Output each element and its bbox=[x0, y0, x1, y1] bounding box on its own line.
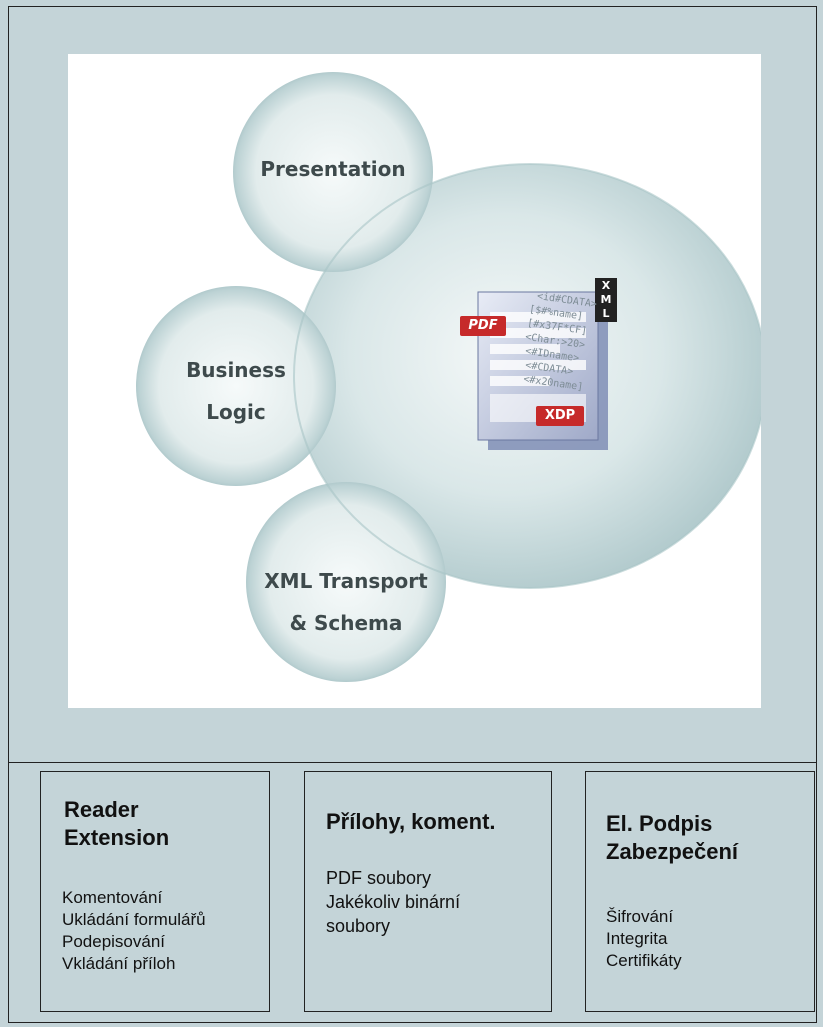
list-item: PDF soubory bbox=[326, 868, 432, 888]
pdf-tag: PDF bbox=[468, 318, 498, 333]
xml-transport-circle bbox=[246, 482, 446, 682]
box-title-line: Extension bbox=[64, 825, 170, 850]
business-logic-line-1: Business bbox=[186, 358, 286, 382]
xml-badge-m: M bbox=[600, 293, 612, 306]
reader-extension-box: Reader Extension Komentování Ukládání fo… bbox=[40, 771, 270, 1012]
presentation-label: Presentation bbox=[260, 157, 406, 181]
xml-transport-label: XML Transport & Schema bbox=[246, 560, 446, 644]
box-title: Reader Extension bbox=[64, 796, 169, 852]
signature-security-box: El. Podpis Zabezpečení Šifrování Integri… bbox=[585, 771, 815, 1012]
list-item: Vkládání příloh bbox=[62, 954, 176, 973]
list-item: Komentování bbox=[62, 888, 163, 907]
list-item: Podepisování bbox=[62, 932, 166, 951]
box-title-line: Přílohy, koment. bbox=[326, 809, 496, 834]
xml-badge: X M L bbox=[595, 279, 617, 321]
list-item: Integrita bbox=[606, 929, 668, 948]
xml-transport-line-2: & Schema bbox=[289, 611, 403, 635]
box-items: PDF soubory Jakékoliv binární soubory bbox=[326, 866, 460, 938]
xdp-tag: XDP bbox=[544, 408, 576, 423]
box-items: Komentování Ukládání formulářů Podepisov… bbox=[62, 887, 206, 975]
xml-badge-l: L bbox=[602, 307, 610, 320]
xml-badge-x: X bbox=[601, 279, 611, 292]
document-icon bbox=[460, 278, 617, 450]
architecture-diagram: Presentation Business Logic XML Transpor… bbox=[68, 54, 761, 708]
business-logic-label: Business Logic bbox=[156, 349, 316, 433]
list-item: Jakékoliv binární bbox=[326, 892, 461, 912]
section-divider bbox=[8, 762, 817, 763]
list-item: Certifikáty bbox=[606, 951, 682, 970]
business-logic-circle bbox=[136, 286, 336, 486]
diagram-graphic bbox=[136, 72, 761, 682]
box-title-line: El. Podpis bbox=[606, 811, 713, 836]
attachments-box: Přílohy, koment. PDF soubory Jakékoliv b… bbox=[304, 771, 552, 1012]
list-item: Šifrování bbox=[606, 907, 674, 926]
presentation-circle bbox=[233, 72, 433, 272]
box-title: Přílohy, koment. bbox=[326, 808, 496, 836]
list-item: Ukládání formulářů bbox=[62, 910, 206, 929]
list-item: soubory bbox=[326, 916, 391, 936]
box-title: El. Podpis Zabezpečení bbox=[606, 810, 738, 866]
xml-transport-line-1: XML Transport bbox=[264, 569, 428, 593]
box-title-line: Reader bbox=[64, 797, 139, 822]
business-logic-line-2: Logic bbox=[206, 400, 266, 424]
box-title-line: Zabezpečení bbox=[606, 839, 739, 864]
box-items: Šifrování Integrita Certifikáty bbox=[606, 906, 682, 972]
